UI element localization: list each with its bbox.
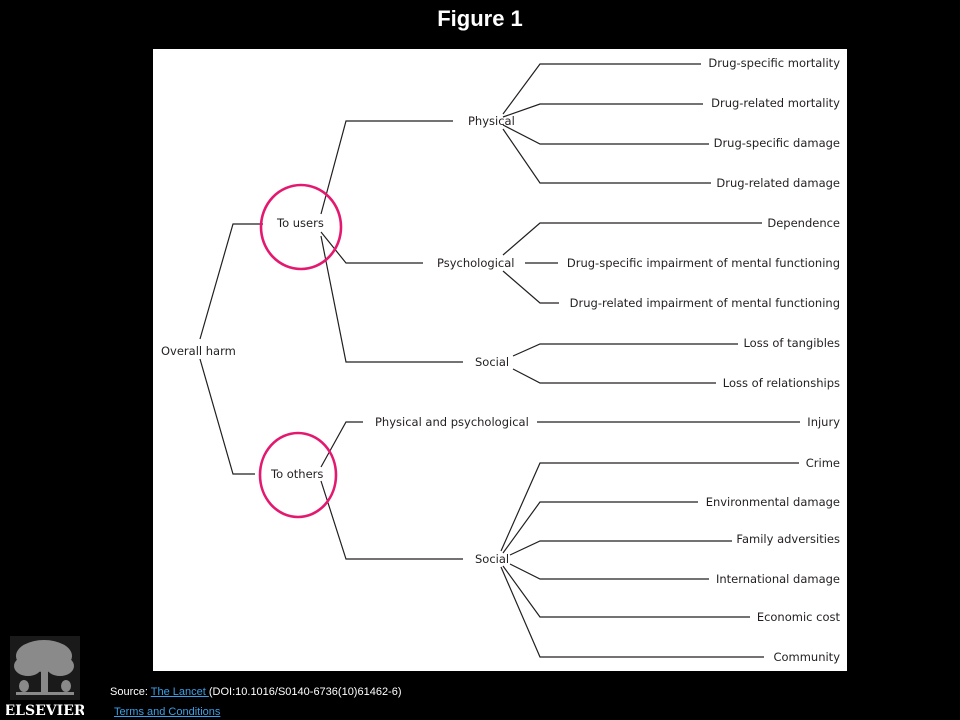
criterion-label: Injury [807,415,840,429]
terms-link[interactable]: Terms and Conditions [114,706,221,718]
edge-others-social [320,480,463,560]
category-psychological-label: Psychological [437,256,514,270]
source-doi: (DOI:10.1016/S0140-6736(10)61462-6) [208,686,402,698]
figure-panel: Overall harm To users To others Physical… [153,49,847,671]
edge-physical-c2 [502,103,703,118]
category-social-others-label: Social [475,552,509,566]
group-users-label: To users [276,216,324,230]
edge-social-c14 [509,563,709,580]
criterion-label: Drug-related impairment of mental functi… [570,296,840,310]
root-node-label: Overall harm [161,344,236,358]
edge-social-c13 [509,540,732,556]
criterion-label: Environmental damage [706,495,840,509]
criterion-label: Drug-related damage [716,176,840,190]
edge-root-users [199,223,263,340]
edge-users-social [320,235,463,363]
edge-users-psychological [320,231,423,264]
logo-wordmark: ELSEVIER [6,703,84,718]
edge-psych-c7 [502,270,559,304]
edge-social-c11 [500,462,799,552]
criteria-labels: Drug-specific mortality Drug-related mor… [567,56,841,664]
users-highlight-circle [259,183,343,271]
others-highlight-circle [258,431,338,519]
criterion-label: Economic cost [757,610,841,624]
source-line: Source: The Lancet (DOI:10.1016/S0140-67… [110,686,402,698]
edge-others-physpsych [320,421,363,468]
edge-root-others [199,358,255,475]
edge-social-c9 [512,368,716,384]
criterion-label: Drug-specific impairment of mental funct… [567,256,840,270]
edge-social-c12 [502,501,698,554]
edge-physical-c4 [502,128,711,184]
criterion-label: Community [773,650,840,664]
slide-title: Figure 1 [437,6,523,31]
category-physical-label: Physical [468,114,515,128]
source-link[interactable]: The Lancet [150,686,209,698]
edge-physical-c3 [502,124,709,145]
source-prefix: Source: [110,686,151,698]
criterion-label: Dependence [767,216,840,230]
elsevier-logo: ELSEVIER [6,636,84,718]
criterion-label: Drug-specific mortality [708,56,840,70]
edge-social-c15 [502,565,750,618]
criterion-label: Drug-related mortality [711,96,840,110]
edge-social-c16 [500,566,764,658]
edge-users-physical [320,120,453,215]
criterion-label: Crime [806,456,840,470]
category-physical-psychological-label: Physical and psychological [375,415,529,429]
edge-psych-c5 [502,222,762,256]
edge-social-c8 [512,343,738,357]
criterion-label: International damage [716,572,840,586]
edge-physical-c1 [502,63,701,115]
harm-tree-diagram: Overall harm To users To others Physical… [161,56,841,664]
criterion-label: Drug-specific damage [714,136,840,150]
category-social-users-label: Social [475,355,509,369]
group-others-label: To others [270,467,323,481]
criterion-label: Family adversities [736,532,840,546]
criterion-label: Loss of tangibles [743,336,840,350]
criterion-label: Loss of relationships [723,376,840,390]
